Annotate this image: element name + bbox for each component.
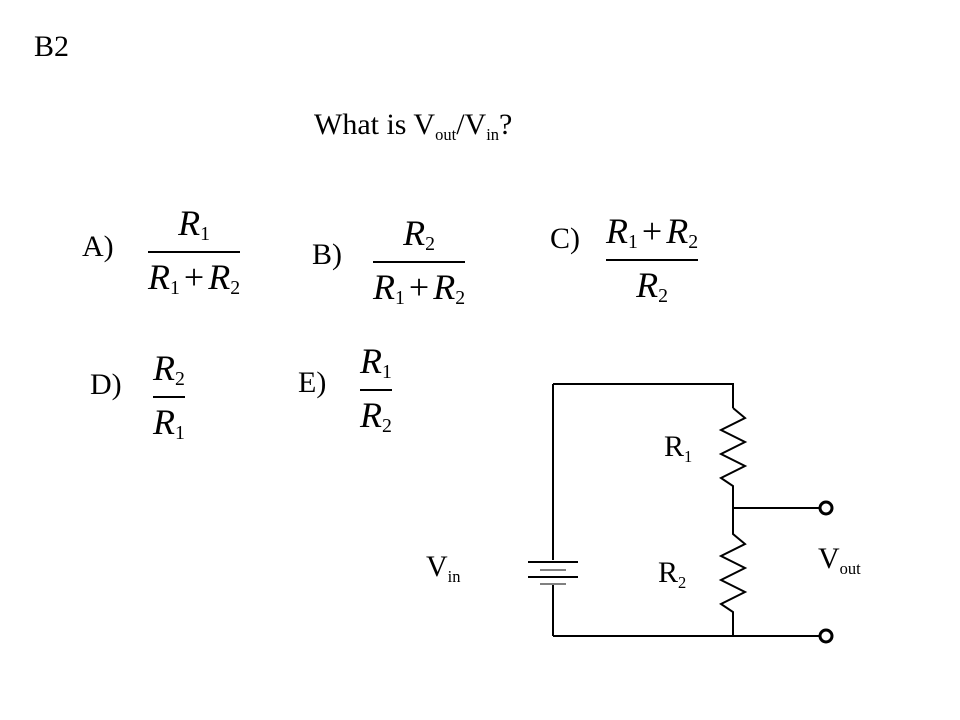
resistor-symbol: R	[666, 211, 689, 251]
resistor-subscript: 2	[455, 286, 466, 309]
vout-terminal-bottom	[818, 628, 834, 644]
resistor-subscript: 1	[382, 360, 392, 383]
resistor-symbol: R	[360, 394, 382, 435]
resistor-subscript: 2	[688, 230, 699, 253]
resistor-subscript: 2	[175, 367, 185, 390]
vout-label: Vout	[818, 542, 861, 578]
option-a-denominator: R1+R2	[148, 259, 240, 299]
option-b-label: B)	[312, 238, 342, 271]
resistor-symbol: R	[153, 401, 175, 442]
resistor-subscript: 1	[200, 222, 210, 245]
wire-top	[553, 383, 734, 408]
resistor-subscript: 1	[395, 286, 405, 309]
resistor-symbol: R	[178, 203, 201, 243]
resistor-symbol: R	[360, 341, 382, 381]
slide-id: B2	[34, 30, 70, 63]
plus-operator: +	[641, 211, 663, 251]
option-c-label: C)	[550, 222, 580, 255]
option-d-denominator: R1	[153, 404, 185, 444]
resistor-subscript: 2	[425, 232, 435, 255]
resistor-symbol: R	[208, 256, 231, 297]
option-e-denominator: R2	[360, 397, 392, 437]
resistor-symbol: R	[373, 266, 395, 307]
plus-operator: +	[183, 256, 205, 297]
option-e-label: E)	[298, 366, 327, 399]
resistor-symbol: R	[148, 256, 170, 297]
resistor-symbol: R	[433, 266, 456, 307]
r2-label: R2	[658, 556, 687, 592]
resistor-subscript: 2	[382, 414, 392, 437]
plus-operator: +	[408, 266, 430, 307]
vin-label: Vin	[426, 550, 461, 586]
option-b-denominator: R1+R2	[373, 269, 465, 309]
option-d-label: D)	[90, 368, 122, 401]
resistor-r1	[718, 407, 748, 508]
resistor-subscript: 1	[175, 421, 185, 444]
resistor-subscript: 2	[658, 284, 668, 307]
resistor-symbol: R	[606, 211, 628, 251]
resistor-r2	[718, 508, 748, 636]
option-a-numerator: R1	[178, 205, 210, 245]
vout-terminal-top	[818, 500, 834, 516]
r1-label: R1	[664, 430, 693, 466]
resistor-subscript: 1	[628, 230, 638, 253]
option-a-label: A)	[82, 230, 114, 263]
option-e-numerator: R1	[360, 343, 392, 383]
option-d-numerator: R2	[153, 350, 185, 390]
resistor-subscript: 1	[170, 276, 180, 299]
resistor-symbol: R	[153, 348, 175, 388]
option-c-denominator: R2	[636, 267, 668, 307]
option-b-numerator: R2	[403, 215, 435, 255]
question-text: What is Vout/Vin?	[314, 108, 513, 144]
resistor-symbol: R	[636, 264, 659, 305]
resistor-symbol: R	[403, 213, 426, 253]
option-c-numerator: R1+R2	[606, 213, 698, 253]
resistor-subscript: 2	[230, 276, 241, 299]
